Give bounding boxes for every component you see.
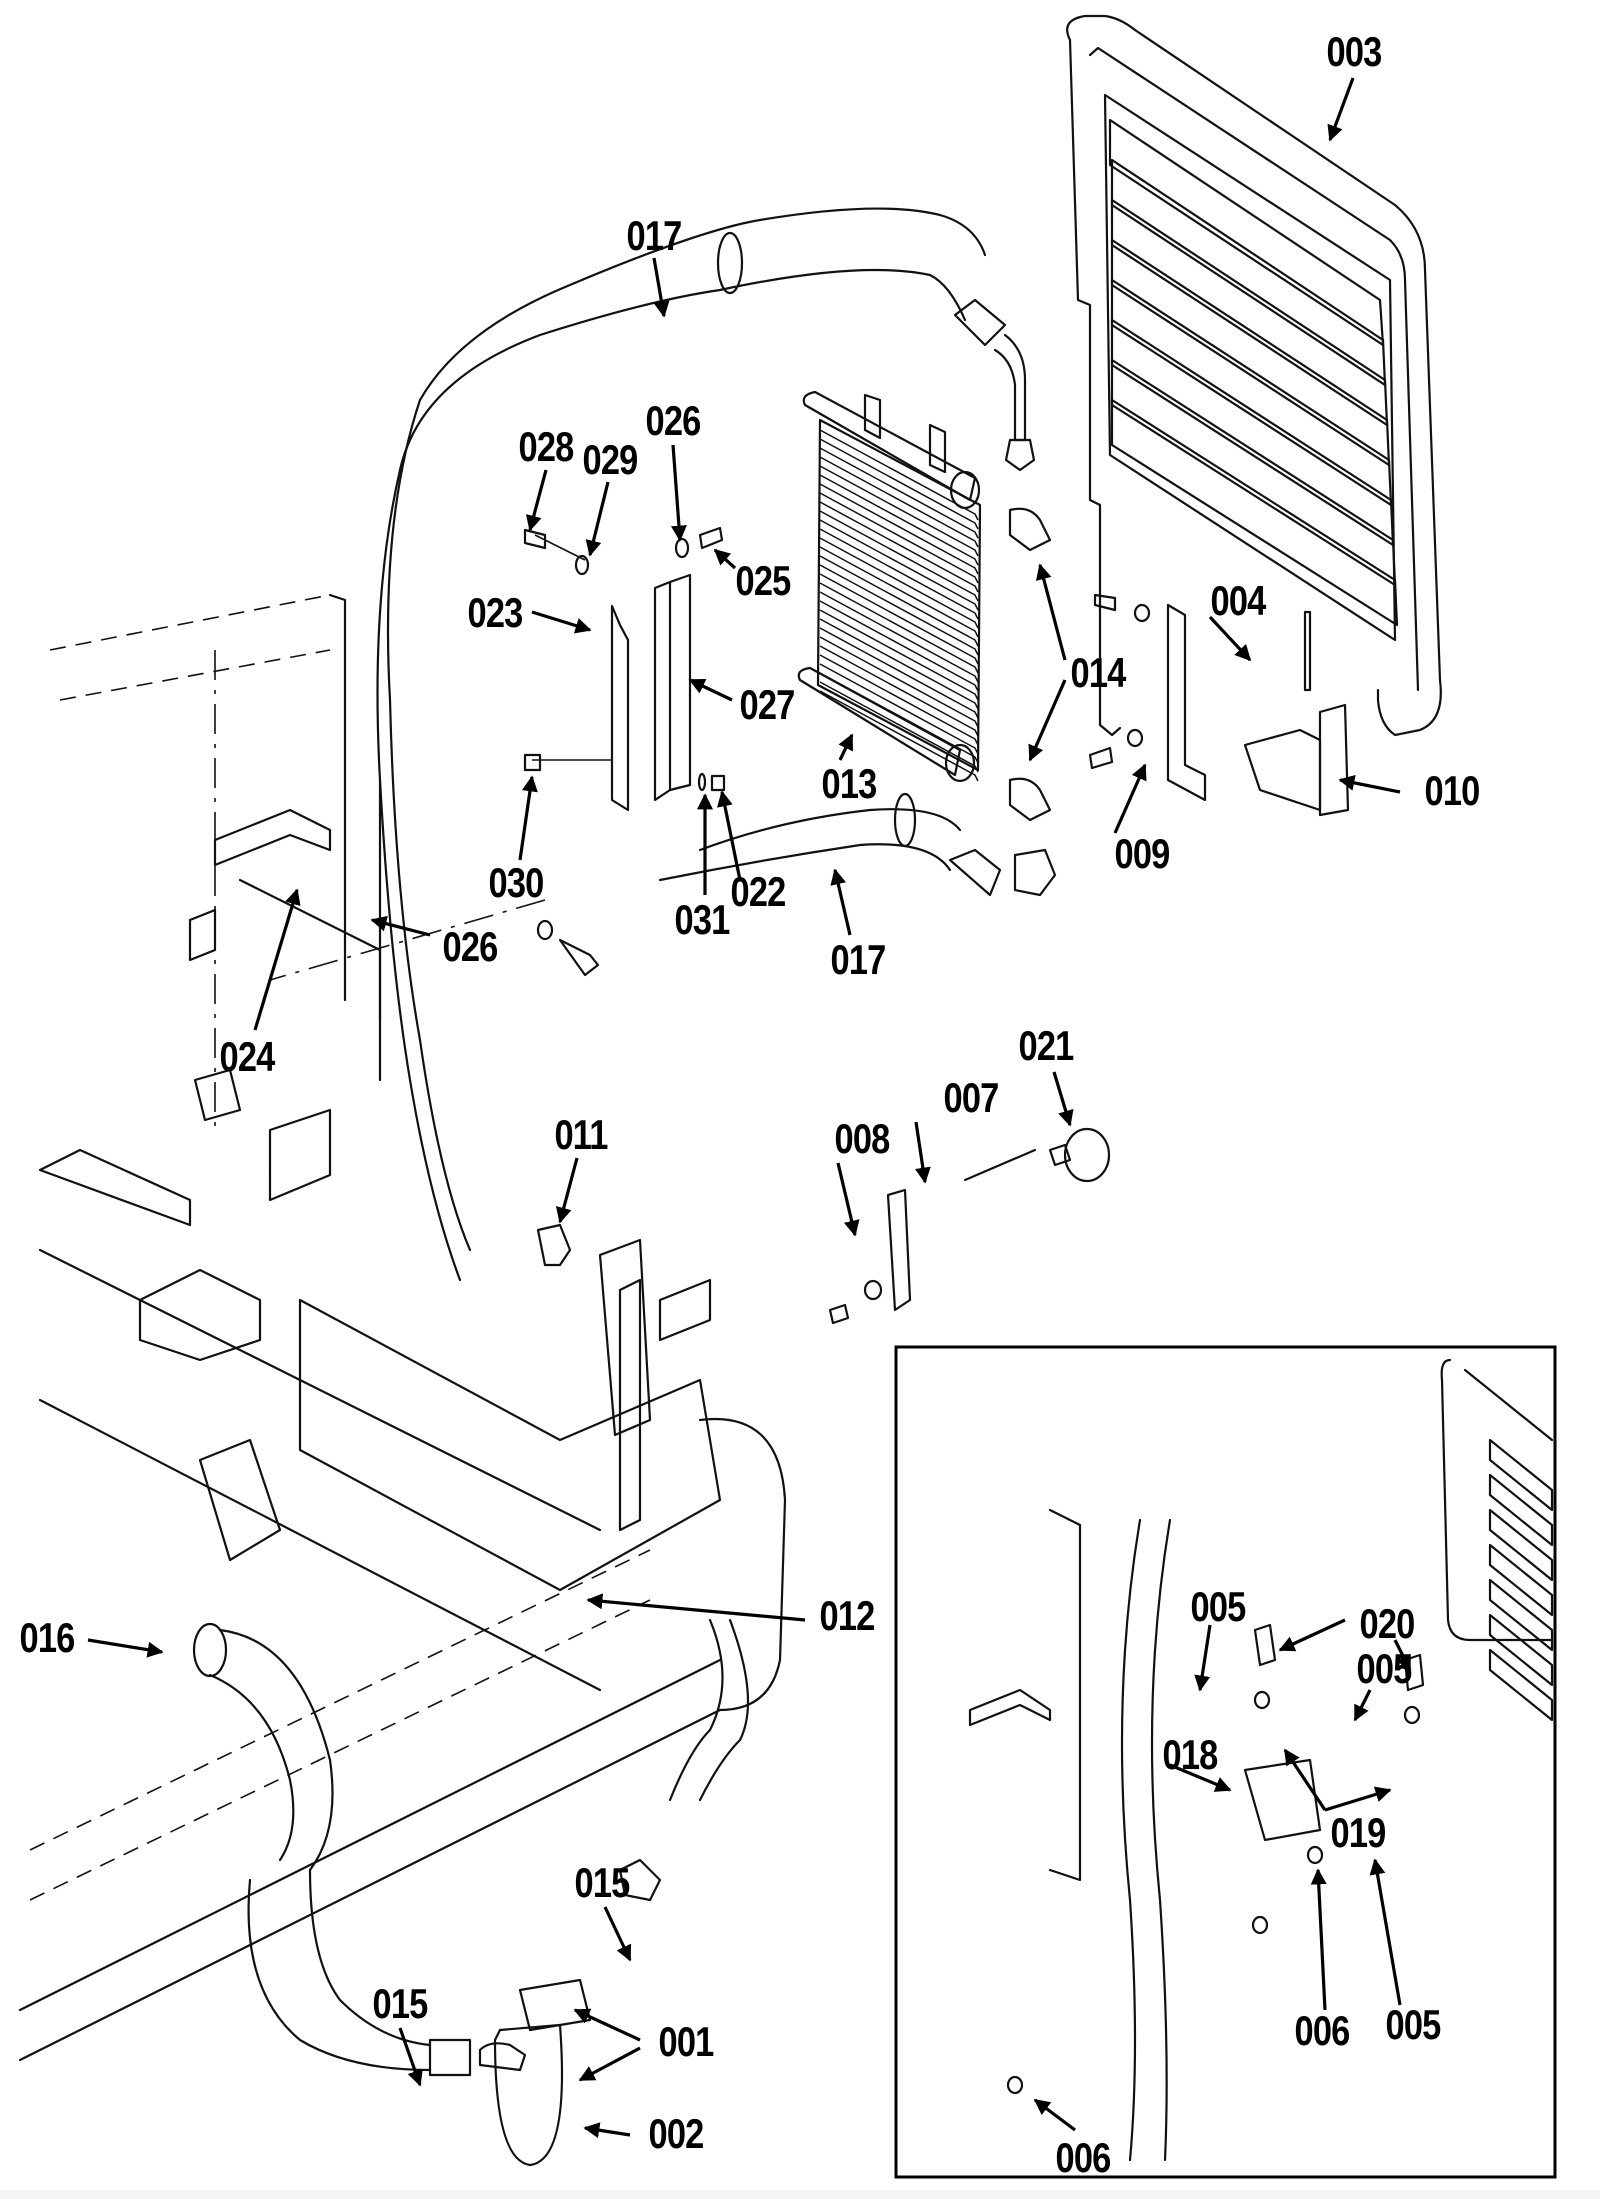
callout-027: 027 bbox=[739, 681, 795, 728]
cooler-fin bbox=[819, 474, 979, 566]
callout-025: 025 bbox=[735, 557, 791, 604]
cooler-fin bbox=[819, 519, 979, 611]
cooler-fin bbox=[819, 636, 979, 728]
callout-026-lower: 026 bbox=[442, 923, 498, 970]
cooler-fin bbox=[819, 681, 979, 773]
callout-024: 024 bbox=[219, 1033, 275, 1080]
inset-grille-louvers bbox=[1488, 1438, 1554, 1722]
callout-018: 018 bbox=[1162, 1731, 1218, 1778]
callout-005-inset-mid: 005 bbox=[1356, 1645, 1412, 1692]
cooler-fin bbox=[819, 573, 979, 665]
callout-030: 030 bbox=[488, 859, 544, 906]
cooler-fin bbox=[819, 663, 979, 755]
cooler-fin bbox=[819, 492, 979, 584]
cooler-fin bbox=[819, 510, 979, 602]
cooler-fin bbox=[819, 528, 979, 620]
callout-007: 007 bbox=[943, 1074, 999, 1121]
cooler-fin bbox=[819, 609, 979, 701]
callout-009: 009 bbox=[1114, 830, 1170, 877]
detail-inset bbox=[894, 1345, 1557, 2179]
cooler-fin bbox=[819, 438, 979, 530]
callout-021: 021 bbox=[1018, 1022, 1074, 1069]
cooler-fins bbox=[819, 429, 979, 782]
callout-012: 012 bbox=[819, 1592, 875, 1639]
cooler-fin bbox=[819, 555, 979, 647]
callout-010: 010 bbox=[1424, 767, 1480, 814]
striker-assembly bbox=[536, 1127, 1111, 1437]
callout-004: 004 bbox=[1210, 577, 1266, 624]
callout-013: 013 bbox=[821, 760, 877, 807]
callout-017: 017 bbox=[626, 212, 682, 259]
cooler-fin bbox=[819, 537, 979, 629]
callout-011: 011 bbox=[554, 1111, 608, 1158]
latch-assembly bbox=[1088, 593, 1350, 817]
callout-006-inset-right: 006 bbox=[1294, 2007, 1350, 2054]
cooler-fin bbox=[819, 582, 979, 674]
cooler-fin bbox=[819, 501, 979, 593]
callout-003: 003 bbox=[1326, 28, 1382, 75]
return-filter-assembly bbox=[192, 1618, 750, 2167]
cooler-fin bbox=[819, 690, 979, 782]
callout-001: 001 bbox=[658, 2018, 714, 2065]
callout-005-inset-top: 005 bbox=[1190, 1583, 1246, 1630]
page-bottom-edge bbox=[0, 2190, 1600, 2199]
cooler-fin bbox=[819, 564, 979, 656]
callout-020: 020 bbox=[1359, 1600, 1415, 1647]
cooler-fin bbox=[819, 447, 979, 539]
cooler-fin bbox=[819, 600, 979, 692]
callout-029: 029 bbox=[582, 436, 638, 483]
cooler-fin bbox=[819, 627, 979, 719]
cooler-fin bbox=[819, 546, 979, 638]
hose-017 bbox=[376, 207, 1057, 1282]
oil-cooler-013 bbox=[797, 390, 1052, 822]
callout-028: 028 bbox=[518, 423, 574, 470]
callout-005-inset-right: 005 bbox=[1385, 2001, 1441, 2048]
callout-014: 014 bbox=[1070, 649, 1126, 696]
callout-026: 026 bbox=[645, 397, 701, 444]
cooler-fin bbox=[819, 456, 979, 548]
callout-023: 023 bbox=[467, 589, 523, 636]
cooler-fin bbox=[819, 483, 979, 575]
cooler-fin bbox=[819, 654, 979, 746]
callout-031: 031 bbox=[674, 896, 730, 943]
callout-019: 019 bbox=[1330, 1809, 1386, 1856]
callout-002: 002 bbox=[648, 2110, 704, 2157]
machine-frame bbox=[18, 593, 787, 2062]
cooler-fin bbox=[819, 465, 979, 557]
callout-006-inset-bottom: 006 bbox=[1055, 2134, 1111, 2181]
cooler-fin bbox=[819, 645, 979, 737]
grille-door-003 bbox=[1066, 14, 1442, 737]
callout-015-left: 015 bbox=[372, 1980, 428, 2027]
cooler-fin bbox=[819, 429, 979, 521]
cooler-fin bbox=[819, 618, 979, 710]
callout-015-right: 015 bbox=[574, 1859, 630, 1906]
callout-017-lower: 017 bbox=[830, 936, 886, 983]
leader-arrows bbox=[87, 77, 1401, 2139]
callout-016: 016 bbox=[19, 1614, 75, 1661]
callout-008: 008 bbox=[834, 1115, 890, 1162]
callout-022: 022 bbox=[730, 868, 786, 915]
cooler-fin bbox=[819, 591, 979, 683]
